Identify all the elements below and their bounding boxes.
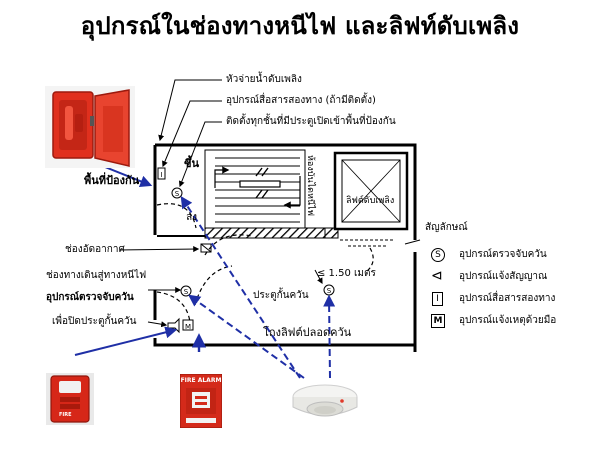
svg-text:I: I <box>160 171 162 179</box>
smoke-detector-photo <box>290 373 360 428</box>
legend-label-smoke: อุปกรณ์ตรวจจับควัน <box>459 249 547 260</box>
intercom-cabinet-photo <box>45 86 135 168</box>
leader-lines <box>119 79 421 328</box>
lobby-label: โถงลิฟต์ปลอดควัน <box>263 326 352 339</box>
hydrant-label: หัวจ่ายน้ำดับเพลิง <box>226 74 302 85</box>
legend-heading: สัญลักษณ์ <box>425 222 468 233</box>
smoke-detector-label: อุปกรณ์ตรวจจับควัน <box>46 292 134 303</box>
pull-station-text: FIRE ALARM <box>180 377 222 384</box>
pull-station-photo: FIRE ALARM <box>180 374 222 428</box>
smoke-detector-icon: S <box>431 248 445 262</box>
legend-item-manual: M อุปกรณ์แจ้งเหตุด้วยมือ <box>431 314 595 330</box>
horn-strobe-text: FIRE <box>59 412 72 418</box>
stair-zone-label: ห้องบันไดหนีไฟ <box>305 155 315 216</box>
smoke-door-label: ประตูกั้นควัน <box>253 290 309 301</box>
legend-item-smoke: S อุปกรณ์ตรวจจับควัน <box>431 248 595 264</box>
svg-text:S: S <box>327 287 332 295</box>
protected-area-label: พื้นที่ป้องกัน <box>84 174 140 187</box>
walls <box>153 143 417 352</box>
legend: สัญลักษณ์ S อุปกรณ์ตรวจจับควัน ⊲ อุปกรณ์… <box>425 222 595 342</box>
fire-lift-shaft <box>333 151 409 247</box>
legend-item-alarm: ⊲ อุปกรณ์แจ้งสัญญาณ <box>431 268 595 286</box>
fire-lift-label: ลิฟต์ดับเพลิง <box>346 196 395 206</box>
stair-up-arrow <box>214 166 230 188</box>
legend-label-intercom: อุปกรณ์สื่อสารสองทาง <box>459 293 556 304</box>
down-label: ลง <box>186 212 198 223</box>
exit-route-label: ช่องทางเดินสู่ทางหนีไฟ <box>46 270 147 281</box>
stair-partition <box>204 227 326 239</box>
plan-symbols <box>157 167 335 334</box>
alarm-signal-icon: ⊲ <box>431 268 443 284</box>
legend-label-manual: อุปกรณ์แจ้งเหตุด้วยมือ <box>459 315 557 326</box>
every-floor-label: ติดตั้งทุกชั้นที่มีประตูเปิดเข้าพื้นที่ป… <box>226 116 396 127</box>
staircase <box>204 149 306 229</box>
page-title: อุปกรณ์ในช่องทางหนีไฟ และลิฟท์ดับเพลิง <box>80 11 520 40</box>
horn-strobe-photo: FIRE <box>46 373 94 425</box>
vent-symbol <box>200 243 212 253</box>
intercom-label: อุปกรณ์สื่อสารสองทาง (ถ้ามีติดตั้ง) <box>226 95 376 106</box>
svg-text:M: M <box>185 323 191 331</box>
vent-label: ช่องอัดอากาศ <box>65 244 125 255</box>
svg-text:S: S <box>175 190 180 198</box>
intercom-icon: I <box>432 292 443 306</box>
svg-text:S: S <box>184 288 189 296</box>
legend-label-alarm: อุปกรณ์แจ้งสัญญาณ <box>459 271 548 282</box>
close-door-label: เพื่อปิดประตูกั้นควัน <box>52 316 137 327</box>
stair-down-arrow <box>283 176 301 209</box>
stair-partition-right <box>324 227 339 239</box>
distance-label: ≤ 1.50 เมตร <box>317 268 376 279</box>
manual-pull-icon: M <box>431 314 445 328</box>
up-label: ขึ้น <box>184 157 200 170</box>
legend-item-intercom: I อุปกรณ์สื่อสารสองทาง <box>431 292 595 308</box>
